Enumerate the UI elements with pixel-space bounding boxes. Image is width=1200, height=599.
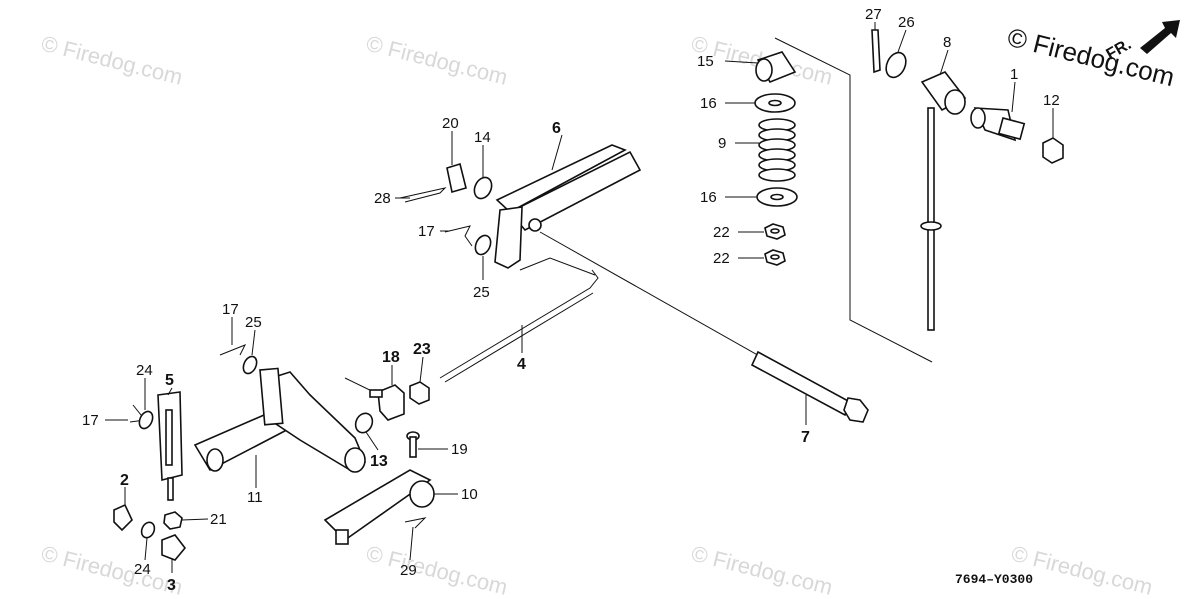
part-2-knob	[113, 503, 133, 532]
washer-hole	[768, 99, 782, 107]
part-24-washer	[138, 410, 154, 430]
part-25-washer	[474, 234, 492, 256]
callout-13: 13	[370, 453, 388, 470]
part-9-spring	[758, 118, 796, 182]
callout-26: 26	[898, 14, 915, 31]
part-7-bolt	[750, 350, 869, 423]
part-21-nut	[163, 511, 183, 530]
watermark: © Firedog.com	[39, 31, 185, 90]
part-11-lever	[193, 367, 367, 473]
leader-lines	[105, 22, 1054, 573]
callout-6: 6	[552, 120, 561, 137]
part-27-cotter-pin	[871, 29, 881, 74]
callout-25: 25	[245, 314, 262, 331]
callout-16: 16	[700, 95, 717, 112]
part-4-rod	[439, 269, 599, 383]
callout-17: 17	[418, 223, 435, 240]
part-8-rod	[920, 71, 967, 331]
callout-17: 17	[82, 412, 99, 429]
callout-7: 7	[801, 429, 810, 446]
callout-11: 11	[247, 489, 263, 506]
part-5-link	[157, 391, 183, 501]
callout-19: 19	[451, 441, 468, 458]
part-24-washer-lower	[140, 521, 156, 539]
part-3-bolt	[161, 534, 187, 561]
part-12-nut	[1042, 137, 1064, 164]
callout-25: 25	[473, 284, 490, 301]
callout-labels: 15 16 9 16 22 22 27 26 8 1 12 20 14 6 28…	[82, 6, 1060, 594]
part-25-washer-mid	[242, 355, 258, 375]
watermark: © Firedog.com	[364, 31, 510, 90]
watermark: © Firedog.com	[1009, 541, 1155, 599]
callout-18: 18	[382, 349, 400, 366]
part-23-nut	[409, 381, 430, 405]
callout-9: 9	[718, 135, 726, 152]
part-18-block	[369, 384, 405, 421]
part-19-pin	[406, 431, 420, 458]
part-22-nut	[764, 223, 786, 240]
part-15-pin	[755, 51, 797, 84]
callout-21: 21	[210, 511, 227, 528]
part-17-clip-mid	[219, 344, 247, 356]
callout-16: 16	[700, 189, 717, 206]
callout-5: 5	[165, 372, 174, 389]
watermark: © Firedog.com	[364, 541, 510, 599]
part-1-shaft	[970, 107, 1026, 142]
part-29-clip	[404, 517, 427, 529]
callout-29: 29	[400, 562, 417, 579]
callout-12: 12	[1043, 92, 1060, 109]
part-13-washer	[354, 412, 374, 434]
callout-24: 24	[136, 362, 153, 379]
callout-22: 22	[713, 224, 730, 241]
callout-27: 27	[865, 6, 882, 23]
watermark: © Firedog.com	[689, 541, 835, 599]
part-20-pin	[446, 162, 467, 194]
diagram-code: 7694–Y0300	[955, 572, 1033, 587]
callout-10: 10	[461, 486, 478, 503]
brand-logo: © Firedog.com	[1005, 22, 1178, 92]
part-10-arm	[323, 469, 435, 545]
callout-15: 15	[697, 53, 714, 70]
washer-hole	[770, 193, 784, 201]
callout-22: 22	[713, 250, 730, 267]
callout-4: 4	[517, 356, 526, 373]
callout-1: 1	[1010, 66, 1018, 83]
callout-20: 20	[442, 115, 459, 132]
part-6-arm	[494, 144, 642, 269]
part-17-clip	[444, 225, 473, 247]
callout-23: 23	[413, 341, 431, 358]
callout-17: 17	[222, 301, 239, 318]
part-22-nut-lower	[764, 249, 786, 266]
part-26-washer	[885, 51, 907, 79]
callout-28: 28	[374, 190, 391, 207]
callout-14: 14	[474, 129, 491, 146]
callout-8: 8	[943, 34, 951, 51]
callout-2: 2	[120, 472, 129, 489]
callout-3: 3	[167, 577, 176, 594]
part-28-clip	[399, 187, 447, 203]
callout-24: 24	[134, 561, 151, 578]
part-14-washer	[473, 176, 493, 200]
